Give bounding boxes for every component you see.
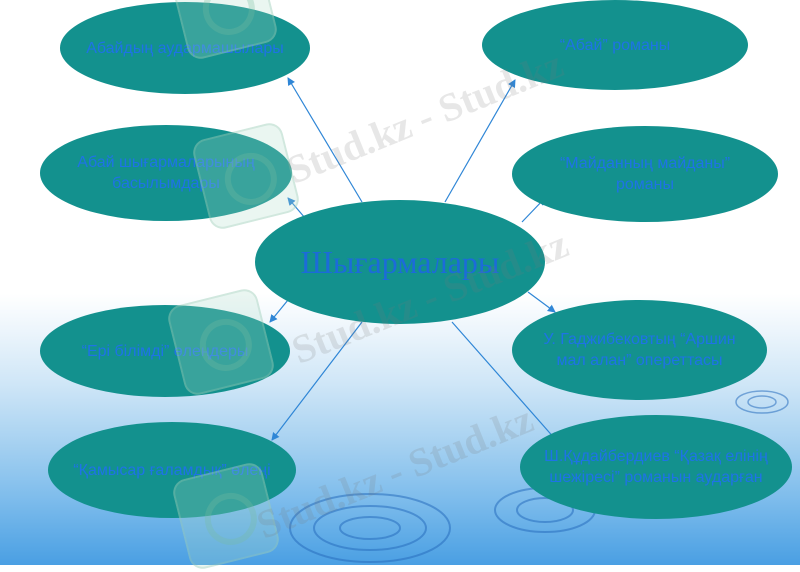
center-node: Шығармалары [255,200,545,324]
right-node-3: У. Гаджибековтың “Аршин мал алан” оперет… [512,300,767,400]
arrow-to-left-node-1 [287,77,363,203]
left-node-3: “Ері білімді” өлеңдеры [40,305,290,397]
arrow-to-right-node-3 [527,291,556,313]
left-node-1: Абайдың аудармашылары [60,2,310,94]
arrow-to-left-node-2 [287,197,306,219]
right-node-4: Ш.Құдайбердиев “Қазақ елінің шежіресі” р… [520,415,792,519]
left-node-4: “Қамысар ғаламдық” өлеңі [48,422,296,518]
right-node-1: “Абай” романы [482,0,748,90]
arrow-to-right-node-4 [451,321,557,441]
arrow-to-right-node-1 [444,79,516,203]
arrow-to-left-node-3 [269,299,289,323]
right-node-2: “Майданның майданы” романы [512,126,778,222]
left-node-2: Абай шығармаларының басылымдары [40,125,292,221]
arrow-to-left-node-4 [271,321,363,441]
